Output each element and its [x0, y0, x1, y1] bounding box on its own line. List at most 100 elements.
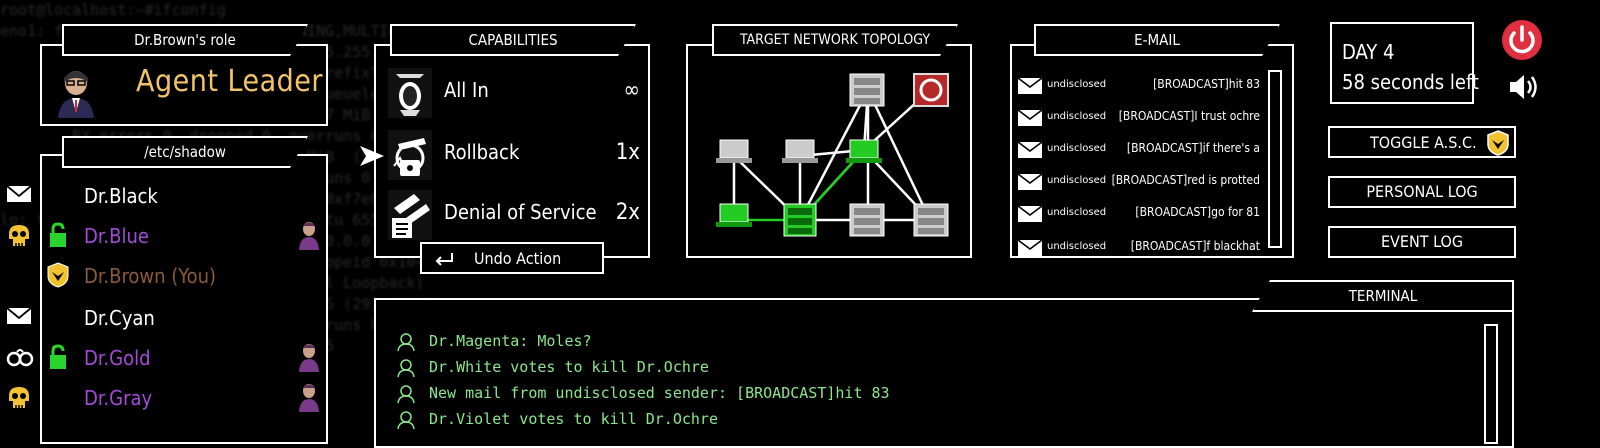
agent-avatar-icon: [396, 358, 416, 378]
rollback-icon: [386, 128, 434, 182]
player-name: Dr.Blue: [84, 224, 149, 248]
email-sender: undisclosed: [1047, 175, 1107, 186]
capability-name: Denial of Service: [444, 200, 597, 224]
player-name: Dr.Black: [84, 184, 158, 208]
laptop-node-compromised: [846, 139, 882, 163]
email-subject: [BROADCAST]go for 81: [1135, 205, 1260, 219]
server-node: [913, 203, 949, 237]
envelope-icon: [1017, 77, 1043, 94]
server-node-compromised: [783, 203, 817, 237]
agent-avatar-icon: [396, 384, 416, 404]
laptop-node-compromised: [716, 203, 752, 227]
envelope-icon: [1017, 141, 1043, 158]
terminal-scrollbar[interactable]: [1484, 324, 1498, 444]
background-terminal-line: root@localhost:~#ifconfig: [0, 1, 226, 19]
network-topology-graph: [716, 73, 949, 237]
player-row[interactable]: Dr.Black: [0, 178, 340, 214]
envelope-icon: [1017, 173, 1043, 190]
shadow-panel: [40, 154, 328, 444]
player-name: Dr.Gray: [84, 386, 153, 410]
player-row[interactable]: Dr.Gray: [0, 380, 340, 416]
email-sender: undisclosed: [1047, 241, 1107, 252]
player-row[interactable]: Dr.Brown (You): [0, 258, 340, 294]
capability-all-in[interactable]: All In ∞: [384, 64, 642, 122]
role-value: Agent Leader: [136, 64, 323, 99]
time-left-label: 58 seconds left: [1342, 70, 1479, 94]
toggle-asc-label: TOGGLE A.S.C.: [1370, 133, 1477, 152]
undo-action-label: Undo Action: [474, 249, 562, 268]
green-lock-icon: [48, 222, 68, 248]
terminal-line-text: Dr.White votes to kill Dr.Ochre: [429, 358, 709, 376]
server-node: [849, 203, 885, 237]
day-status-box: DAY 4 58 seconds left: [1330, 22, 1479, 104]
envelope-icon: [1017, 239, 1043, 256]
terminal-panel: [374, 298, 1514, 448]
terminal-line: New mail from undisclosed sender: [BROAD…: [396, 382, 1476, 406]
skull-icon[interactable]: [6, 224, 32, 246]
email-sender: undisclosed: [1047, 143, 1107, 154]
skull-icon[interactable]: [6, 386, 32, 408]
email-subject: [BROADCAST]f blackhat: [1130, 239, 1260, 253]
email-row[interactable]: undisclosed[BROADCAST]I trust ochre: [1014, 104, 1262, 134]
handcuffs-icon[interactable]: [6, 346, 34, 368]
server-node-top: [849, 73, 885, 107]
topology-title-tab: TARGET NETWORK TOPOLOGY: [712, 24, 958, 56]
player-portrait-icon: [298, 342, 320, 372]
envelope-icon: [1017, 205, 1043, 222]
role-panel: Agent Leader: [40, 44, 328, 126]
email-sender: undisclosed: [1047, 111, 1107, 122]
terminal-title-tab: TERMINAL: [1252, 280, 1514, 312]
selector-arrow-icon: [358, 144, 386, 168]
player-name: Dr.Cyan: [84, 306, 155, 330]
shadow-title-tab: /etc/shadow: [62, 136, 308, 168]
email-row[interactable]: undisclosed [BROADCAST]hit 83: [1014, 72, 1262, 102]
capability-rollback[interactable]: Rollback 1x: [384, 126, 642, 184]
personal-log-button[interactable]: PERSONAL LOG: [1328, 176, 1516, 208]
agent-portrait: [56, 68, 96, 118]
undo-action-button[interactable]: Undo Action: [420, 242, 604, 274]
email-subject: [BROADCAST]if there's a: [1126, 141, 1260, 155]
return-arrow-icon: [432, 249, 454, 271]
toggle-asc-button[interactable]: TOGGLE A.S.C.: [1328, 126, 1516, 158]
email-sender: undisclosed: [1047, 79, 1107, 90]
event-log-button[interactable]: EVENT LOG: [1328, 226, 1516, 258]
terminal-line: Dr.Magenta: Moles?: [396, 330, 1476, 354]
agent-avatar-icon: [396, 332, 416, 352]
speaker-volume-icon[interactable]: [1508, 72, 1540, 102]
email-subject: [BROADCAST]hit 83: [1153, 77, 1260, 91]
capability-name: All In: [444, 78, 489, 102]
player-row[interactable]: Dr.Gold: [0, 340, 340, 376]
email-scrollbar[interactable]: [1268, 70, 1282, 248]
terminal-line: Dr.Violet votes to kill Dr.Ochre: [396, 408, 1476, 432]
terminal-line-text: Dr.Magenta: Moles?: [429, 332, 592, 350]
capability-count: 1x: [615, 140, 640, 165]
player-portrait-icon: [298, 220, 320, 250]
laptop-node: [716, 139, 752, 163]
target-node-icon: [913, 73, 949, 107]
terminal-line-text: New mail from undisclosed sender: [BROAD…: [429, 384, 890, 402]
player-portrait-icon: [298, 382, 320, 412]
capability-denial-of-service[interactable]: Denial of Service 2x: [384, 186, 642, 244]
player-name: Dr.Gold: [84, 346, 151, 370]
email-panel: [1010, 44, 1294, 258]
all-in-icon: [386, 66, 434, 120]
agent-avatar-icon: [396, 410, 416, 430]
green-lock-icon: [48, 344, 68, 370]
envelope-icon[interactable]: [6, 306, 32, 328]
terminal-line-text: Dr.Violet votes to kill Dr.Ochre: [429, 410, 718, 428]
envelope-icon[interactable]: [6, 184, 32, 206]
player-row[interactable]: Dr.Cyan: [0, 300, 340, 336]
player-row[interactable]: Dr.Blue: [0, 218, 340, 254]
role-title-tab: Dr.Brown's role: [62, 24, 308, 56]
email-row[interactable]: undisclosed [BROADCAST]if there's a: [1014, 136, 1262, 166]
email-row[interactable]: undisclosed [BROADCAST]f blackhat: [1014, 234, 1262, 256]
denial-of-service-icon: [386, 188, 434, 242]
email-row[interactable]: undisclosed [BROADCAST]go for 81: [1014, 200, 1262, 230]
email-sender: undisclosed: [1047, 207, 1107, 218]
email-row[interactable]: undisclosed[BROADCAST]red is protted: [1014, 168, 1262, 198]
envelope-icon: [1017, 109, 1043, 126]
terminal-line: Dr.White votes to kill Dr.Ochre: [396, 356, 1476, 380]
capabilities-title-tab: CAPABILITIES: [390, 24, 636, 56]
power-button[interactable]: [1500, 18, 1544, 62]
event-log-label: EVENT LOG: [1380, 232, 1464, 251]
